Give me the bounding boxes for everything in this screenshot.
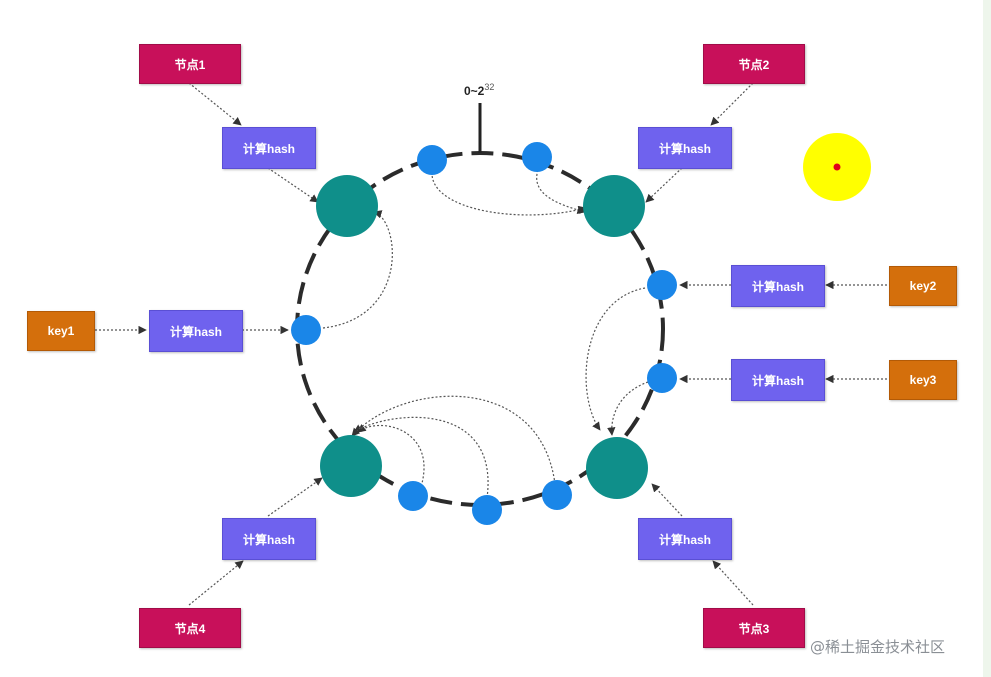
ring-range-exponent: 32 xyxy=(484,82,495,92)
map-top-left-key xyxy=(431,171,587,216)
arrow-node1-to-hash xyxy=(188,82,242,126)
arrow-hash-to-ringnode1 xyxy=(267,167,319,203)
hash-box-node4: 计算hash xyxy=(222,518,316,560)
hash-box-key3: 计算hash xyxy=(731,359,825,401)
ring-key-point-key2 xyxy=(647,270,677,300)
hash-box-key1: 计算hash xyxy=(149,310,243,352)
arrow-node4-to-hash xyxy=(188,560,244,606)
map-top-right-key xyxy=(536,169,586,215)
ring-key-point-top-right xyxy=(522,142,552,172)
map-key1 xyxy=(322,210,393,329)
ring-key-point-bottom-1 xyxy=(398,481,428,511)
arrow-hash-to-ringnode3 xyxy=(651,483,683,517)
ring-node-3 xyxy=(586,437,648,499)
node-2-box: 节点2 xyxy=(703,44,805,84)
map-bottom-key3 xyxy=(351,395,556,485)
arrow-hash-to-ringnode4 xyxy=(267,477,323,517)
map-key2 xyxy=(585,287,646,431)
ring-node-1 xyxy=(316,175,378,237)
ring-range-label: 0~232 xyxy=(464,82,494,98)
node-3-box: 节点3 xyxy=(703,608,805,648)
ring-key-point-bottom-3 xyxy=(542,480,572,510)
ring-key-point-bottom-2 xyxy=(472,495,502,525)
map-bottom-key1 xyxy=(357,424,425,491)
map-key3 xyxy=(607,381,649,436)
arrow-node3-to-hash xyxy=(712,560,754,606)
arrow-hash-to-ringnode2 xyxy=(645,167,683,203)
hash-box-key2: 计算hash xyxy=(731,265,825,307)
ring-key-point-top-left xyxy=(417,145,447,175)
key-1-box: key1 xyxy=(27,311,95,351)
hash-box-node1: 计算hash xyxy=(222,127,316,169)
key-2-box: key2 xyxy=(889,266,957,306)
key-3-box: key3 xyxy=(889,360,957,400)
arrow-node2-to-hash xyxy=(710,82,754,126)
ring-key-point-key1 xyxy=(291,315,321,345)
hash-box-node2: 计算hash xyxy=(638,127,732,169)
highlight-dot xyxy=(833,163,841,171)
ring-node-2 xyxy=(583,175,645,237)
hash-box-node3: 计算hash xyxy=(638,518,732,560)
watermark: @稀土掘金技术社区 xyxy=(810,638,946,656)
ring-range-base: 0~2 xyxy=(464,84,485,98)
page-edge xyxy=(983,0,991,677)
ring-key-point-key3 xyxy=(647,363,677,393)
node-1-box: 节点1 xyxy=(139,44,241,84)
ring-node-4 xyxy=(320,435,382,497)
node-4-box: 节点4 xyxy=(139,608,241,648)
